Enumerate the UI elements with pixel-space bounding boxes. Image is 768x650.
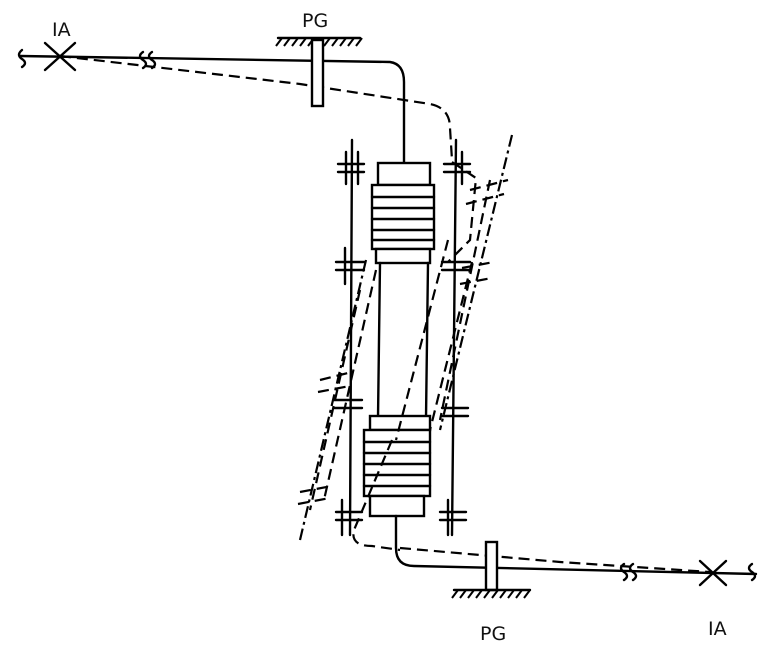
break-symbol-left-end: [17, 48, 27, 69]
top-pipe-solid: [18, 54, 406, 164]
break-symbol-right-end: [747, 562, 757, 582]
bottom-pipe-solid: [394, 514, 758, 576]
displaced-ticks: [297, 178, 509, 506]
riser-body: [362, 161, 436, 518]
displaced-riser: [298, 134, 514, 552]
anchor-bottom-right: [698, 559, 728, 587]
top-pipe-displaced: [59, 54, 454, 161]
pipe-guide-top: [275, 36, 363, 108]
label-ia-top-left: IA: [52, 19, 71, 41]
column-ticks-right: [438, 150, 472, 537]
bottom-pipe-displaced: [399, 546, 711, 574]
pipe-guide-bottom: [451, 540, 532, 599]
break-symbol-bottom: [619, 562, 638, 582]
label-pg-bottom: PG: [480, 623, 507, 645]
label-ia-bottom-right: IA: [708, 618, 727, 640]
label-pg-top: PG: [302, 10, 329, 32]
